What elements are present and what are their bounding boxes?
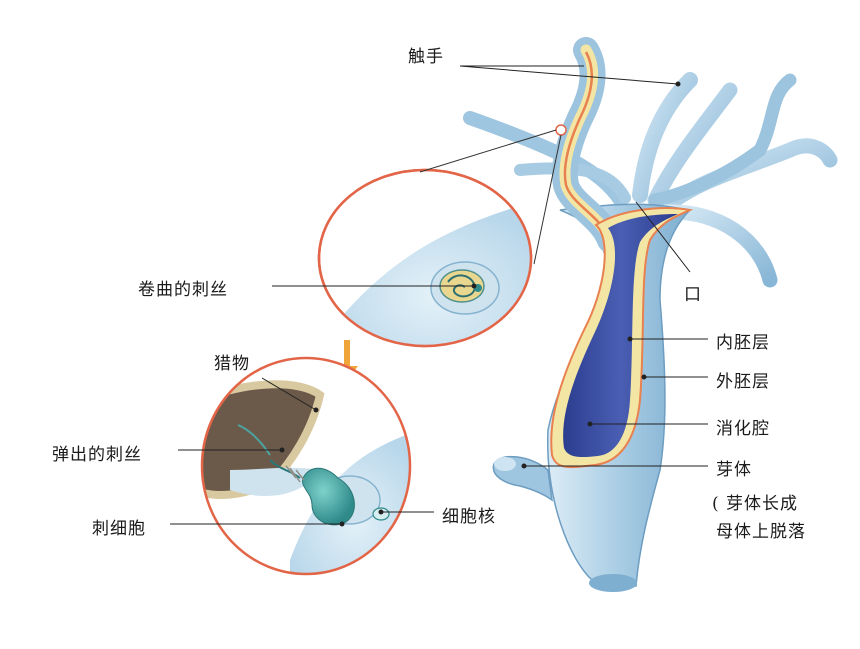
- label-bud-note-2: 母体上脱落: [716, 522, 806, 542]
- label-prey: 猎物: [214, 354, 250, 374]
- label-gastric-cavity: 消化腔: [716, 419, 770, 439]
- label-ejected-thread: 弹出的刺丝: [52, 445, 142, 465]
- coiled-thread-zoom: [317, 124, 567, 348]
- label-mouth: 口: [684, 285, 702, 305]
- cnidocyte-zoom: [200, 356, 412, 576]
- label-cnidocyte: 刺细胞: [92, 519, 146, 539]
- label-coiled-thread: 卷曲的刺丝: [138, 280, 228, 300]
- label-tentacle: 触手: [408, 47, 444, 67]
- gastric-cavity-fill: [563, 214, 678, 458]
- label-endoderm: 内胚层: [716, 333, 770, 353]
- label-ectoderm: 外胚层: [716, 372, 770, 392]
- leader-lines: [170, 65, 708, 527]
- label-bud: 芽体: [716, 460, 752, 480]
- hydra-body: [463, 37, 838, 592]
- label-nucleus: 细胞核: [442, 507, 496, 527]
- label-bud-note-1: ( 芽体长成: [712, 494, 799, 514]
